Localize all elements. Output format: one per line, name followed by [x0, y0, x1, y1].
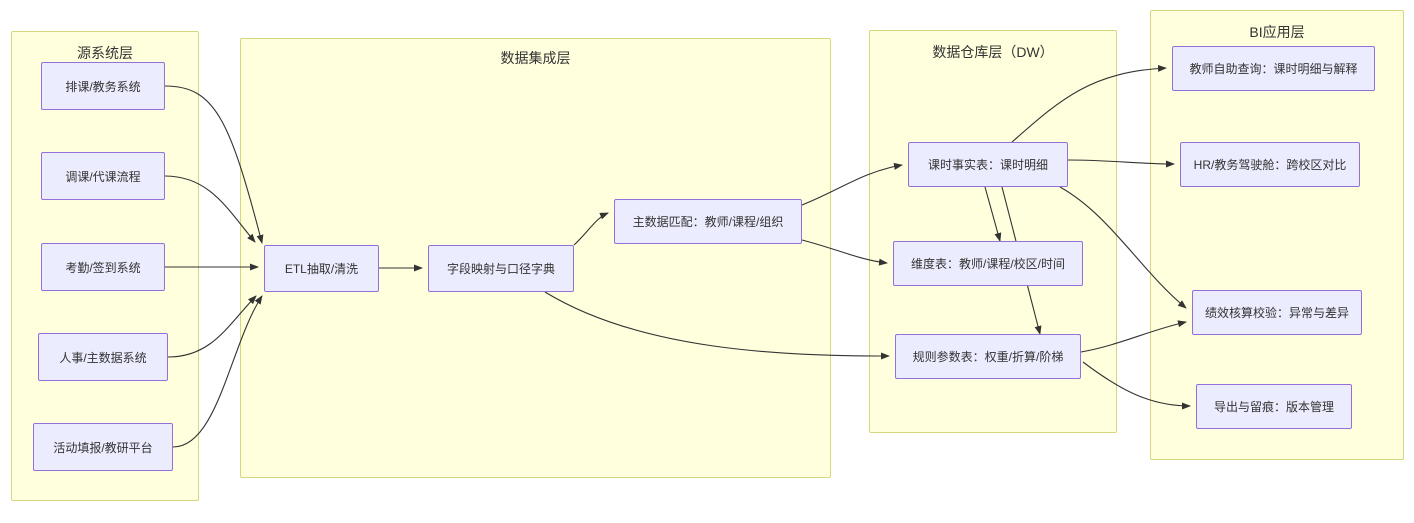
node-dim[interactable]: 维度表：教师/课程/校区/时间 [893, 241, 1083, 286]
node-bi4[interactable]: 导出与留痕：版本管理 [1196, 384, 1352, 429]
node-map-label: 字段映射与口径字典 [446, 262, 555, 276]
node-src4-label: 人事/主数据系统 [59, 350, 147, 365]
node-bi2-label: HR/教务驾驶舱：跨校区对比 [1193, 158, 1347, 172]
node-src4[interactable]: 人事/主数据系统 [38, 333, 168, 381]
node-src1[interactable]: 排课/教务系统 [41, 62, 165, 110]
node-src5-label: 活动填报/教研平台 [53, 440, 153, 455]
node-src2-label: 调课/代课流程 [65, 169, 141, 184]
cluster-source-title: 源系统层 [77, 45, 133, 61]
node-src3-label: 考勤/签到系统 [65, 260, 141, 275]
node-src2[interactable]: 调课/代课流程 [41, 152, 165, 200]
node-bi2[interactable]: HR/教务驾驶舱：跨校区对比 [1180, 142, 1360, 187]
node-bi1[interactable]: 教师自助查询：课时明细与解释 [1172, 46, 1375, 91]
node-rule[interactable]: 规则参数表：权重/折算/阶梯 [895, 334, 1081, 379]
node-src1-label: 排课/教务系统 [65, 79, 141, 94]
node-src5[interactable]: 活动填报/教研平台 [33, 423, 173, 471]
node-src3[interactable]: 考勤/签到系统 [41, 243, 165, 291]
node-fact-label: 课时事实表：课时明细 [927, 158, 1048, 172]
node-rule-label: 规则参数表：权重/折算/阶梯 [912, 350, 1064, 364]
node-etl[interactable]: ETL抽取/清洗 [264, 245, 379, 292]
cluster-bi-title: BI应用层 [1249, 24, 1305, 40]
node-map[interactable]: 字段映射与口径字典 [428, 245, 574, 292]
node-mdm[interactable]: 主数据匹配：教师/课程/组织 [614, 199, 802, 244]
node-dim-label: 维度表：教师/课程/校区/时间 [910, 257, 1065, 271]
node-bi3-label: 绩效核算校验：异常与差异 [1204, 306, 1349, 320]
node-etl-label: ETL抽取/清洗 [284, 262, 359, 276]
cluster-warehouse-title: 数据仓库层（DW） [932, 44, 1054, 60]
node-bi3[interactable]: 绩效核算校验：异常与差异 [1192, 290, 1362, 335]
node-bi1-label: 教师自助查询：课时明细与解释 [1189, 62, 1358, 76]
node-fact[interactable]: 课时事实表：课时明细 [908, 142, 1068, 187]
node-mdm-label: 主数据匹配：教师/课程/组织 [632, 215, 784, 229]
cluster-integration-title: 数据集成层 [500, 50, 571, 66]
node-bi4-label: 导出与留痕：版本管理 [1213, 400, 1334, 414]
